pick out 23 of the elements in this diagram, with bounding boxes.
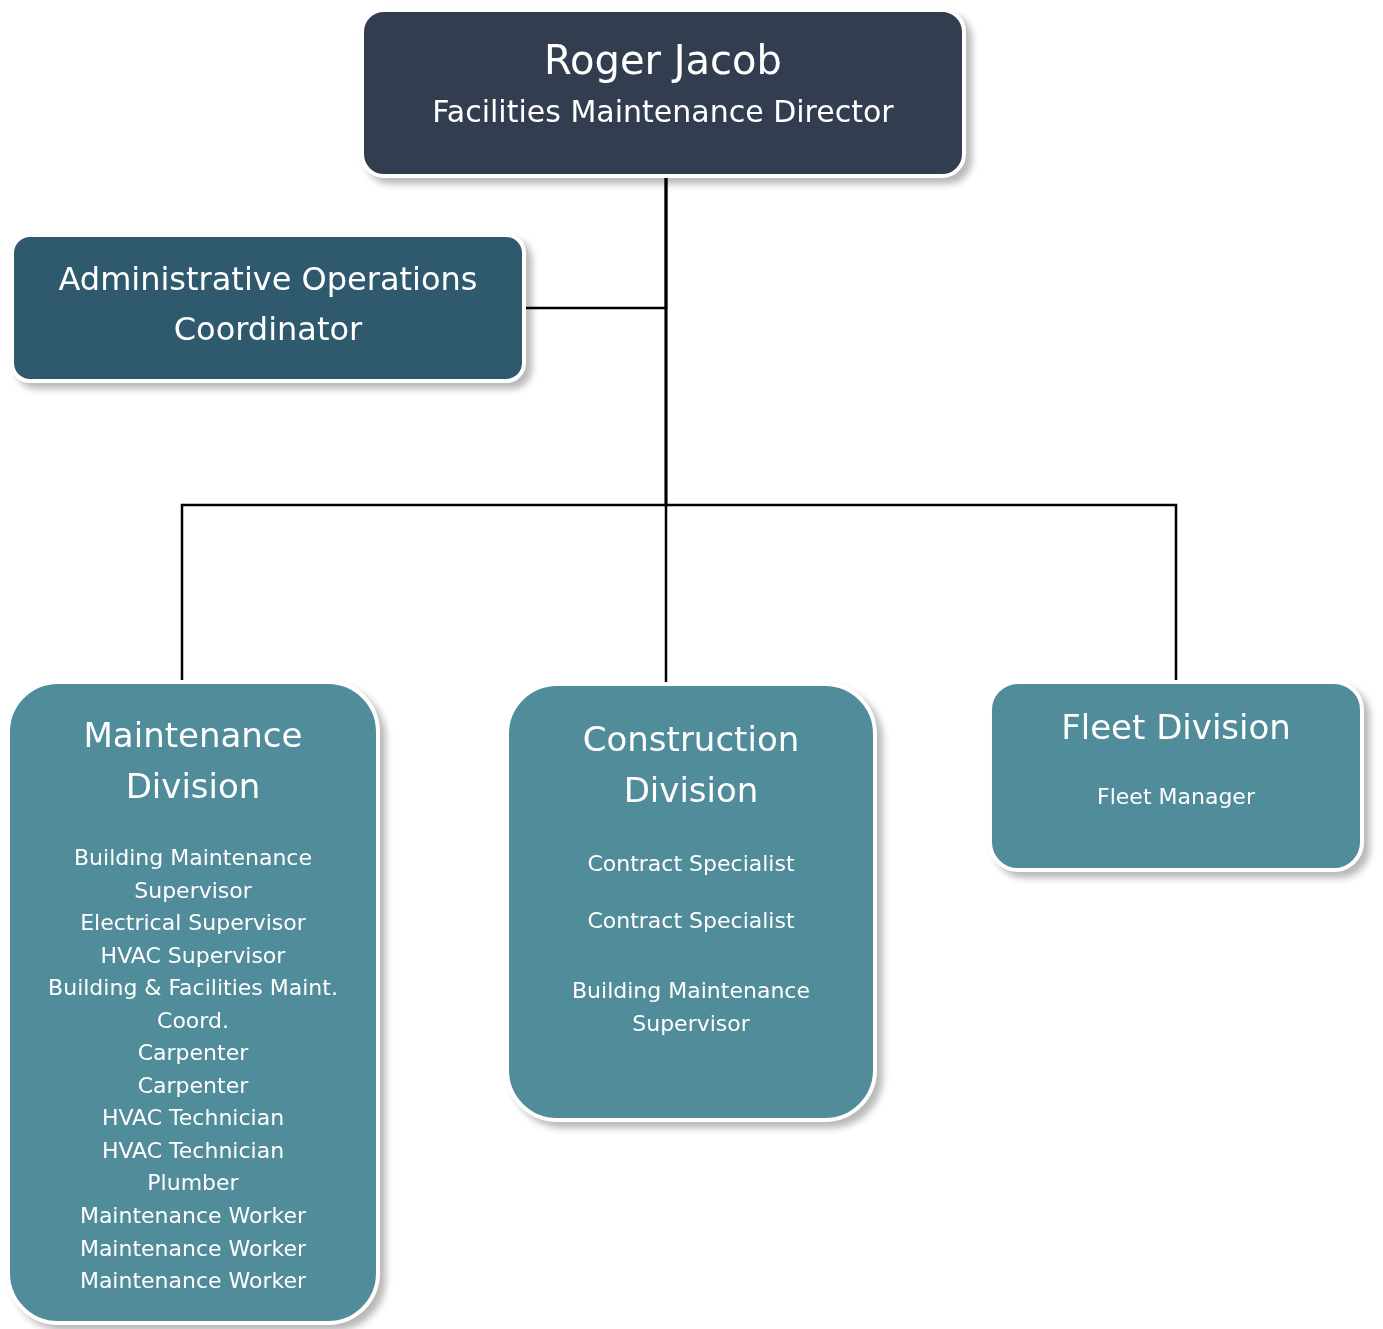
role-text: Maintenance Worker xyxy=(79,1267,307,1296)
person-name: Roger Jacob xyxy=(544,36,782,85)
role-text: Fleet Manager xyxy=(1097,783,1255,811)
role-text: HVAC Supervisor xyxy=(100,941,286,970)
role-text: Contract Specialist xyxy=(587,906,795,935)
role-text: HVAC Technician xyxy=(101,1136,285,1165)
job-title: Facilities Maintenance Director xyxy=(432,93,894,131)
role-text: Plumber xyxy=(147,1169,239,1198)
box-heading: Fleet Division xyxy=(1061,706,1291,749)
role-text: Electrical Supervisor xyxy=(80,909,306,938)
role-text: Building & Facilities Maint. Coord. xyxy=(47,974,339,1035)
role-text: Maintenance Worker xyxy=(79,1234,307,1263)
role-text: Maintenance Worker xyxy=(79,1202,307,1230)
connector-line xyxy=(664,178,1178,680)
box-heading: Maintenance Division xyxy=(82,714,304,808)
role-text: Building Maintenance Supervisor xyxy=(571,977,811,1038)
role-text: HVAC Technician xyxy=(101,1104,285,1133)
box-heading: Construction Division xyxy=(581,718,801,812)
role-text: Building Maintenance Supervisor xyxy=(73,844,313,905)
role-text: Carpenter xyxy=(137,1071,249,1100)
role-text: Contract Specialist xyxy=(587,850,795,878)
box-heading: Administrative Operations Coordinator xyxy=(57,259,479,350)
role-text: Carpenter xyxy=(137,1039,249,1068)
